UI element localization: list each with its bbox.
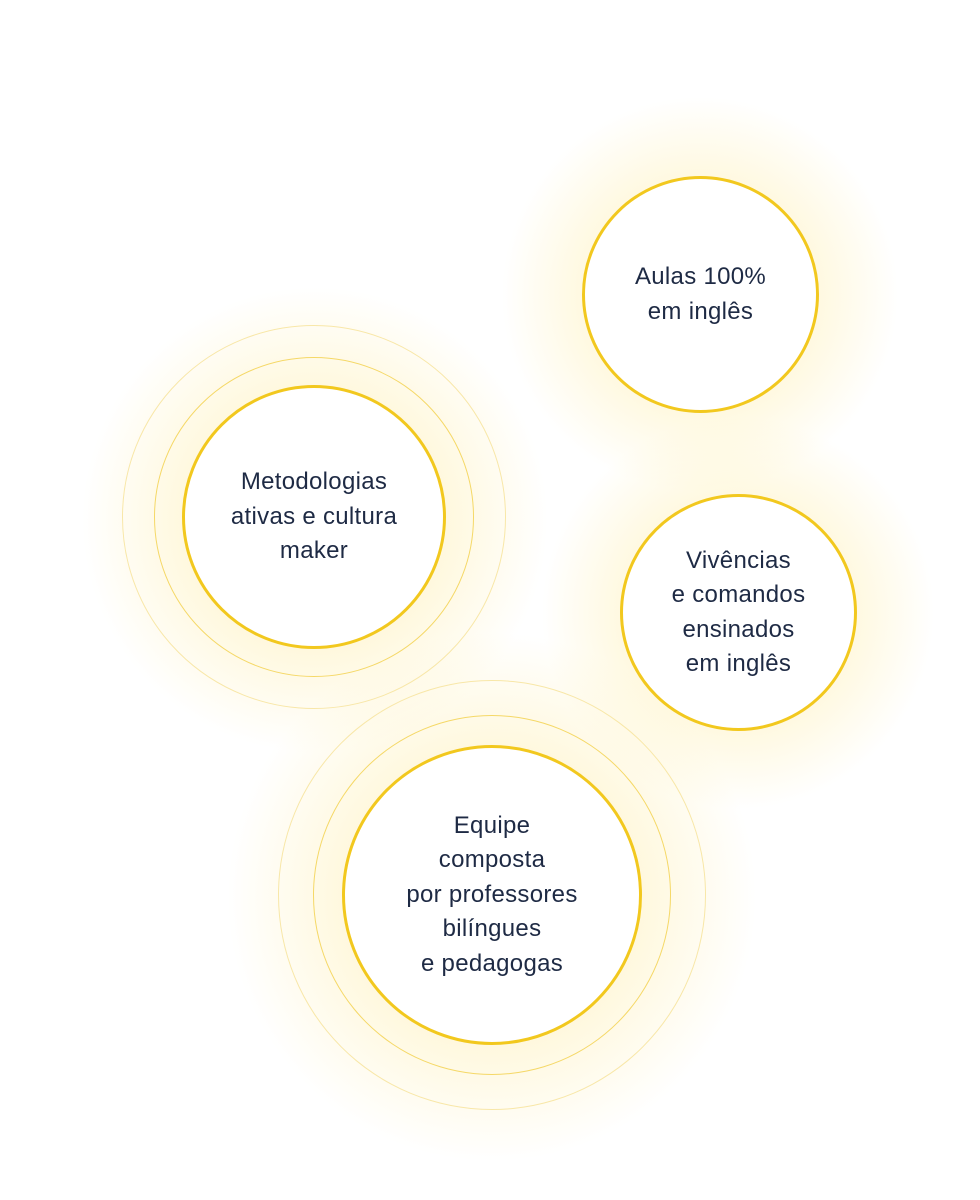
feature-bubble-metodologias: Metodologias ativas e cultura maker: [182, 385, 446, 649]
feature-bubble-equipe: Equipe composta por professores bilíngue…: [342, 745, 642, 1045]
feature-bubble-text: Equipe composta por professores bilíngue…: [406, 811, 578, 977]
feature-bubble-text: Aulas 100% em inglês: [634, 263, 767, 325]
feature-bubble-text: Metodologias ativas e cultura maker: [230, 468, 398, 565]
feature-bubble-aulas: Aulas 100% em inglês: [582, 176, 819, 413]
feature-bubble-vivencias: Vivências e comandos ensinados em inglês: [620, 494, 857, 731]
feature-bubble-text: Vivências e comandos ensinados em inglês: [671, 546, 806, 678]
